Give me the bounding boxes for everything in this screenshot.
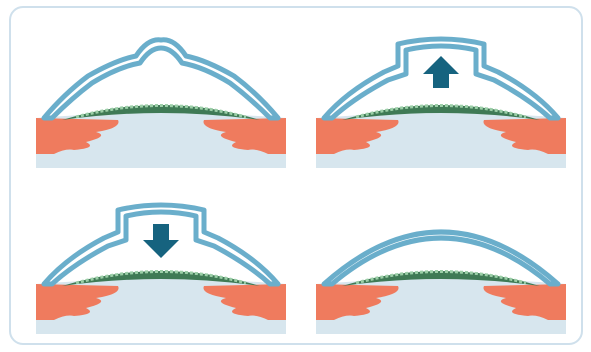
eye-illustration — [306, 186, 576, 336]
panel-smooth-cornea — [306, 186, 576, 336]
eye-illustration — [306, 20, 576, 170]
panel-peaked-cornea — [26, 20, 296, 170]
eye-illustration — [26, 20, 296, 170]
arrow-down-icon — [143, 224, 179, 258]
eye-illustration — [26, 186, 296, 336]
panel-flatten-lift — [306, 20, 576, 170]
panel-flatten-press — [26, 186, 296, 336]
arrow-up-icon — [423, 56, 459, 88]
